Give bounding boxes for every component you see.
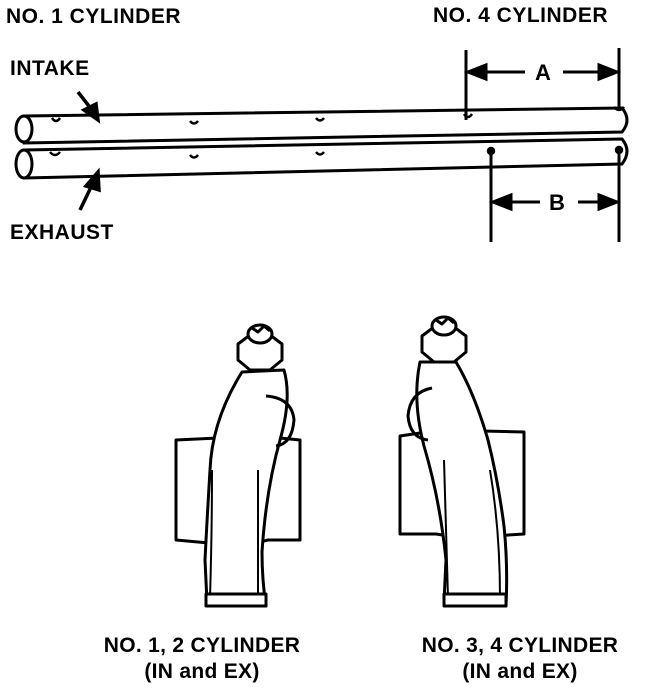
- cylinder-4-label: NO. 4 CYLINDER: [433, 4, 609, 27]
- caption-right: NO. 3, 4 CYLINDER (IN and EX): [380, 633, 660, 686]
- callout-arrows: [76, 90, 101, 211]
- rocker-arm-left: [174, 323, 302, 608]
- intake-shaft: [17, 106, 629, 145]
- caption-left: NO. 1, 2 CYLINDER (IN and EX): [62, 633, 342, 686]
- rocker-arm-right: [398, 315, 526, 608]
- rocker-shafts: [14, 106, 629, 180]
- caption-left-line2: (IN and EX): [144, 660, 260, 684]
- dimension-lines: [463, 48, 622, 242]
- dimension-a-label: A: [535, 60, 552, 85]
- intake-label: INTAKE: [10, 57, 90, 80]
- caption-right-line2: (IN and EX): [462, 660, 578, 684]
- cylinder-1-label: NO. 1 CYLINDER: [6, 5, 182, 28]
- caption-left-line1: NO. 1, 2 CYLINDER: [103, 634, 301, 657]
- exhaust-label: EXHAUST: [10, 221, 114, 244]
- dimension-b-label: B: [549, 190, 566, 215]
- exhaust-shaft: [17, 137, 629, 180]
- intake-shaft-end: [14, 114, 34, 144]
- caption-right-line1: NO. 3, 4 CYLINDER: [421, 634, 619, 657]
- exhaust-shaft-end: [14, 148, 34, 180]
